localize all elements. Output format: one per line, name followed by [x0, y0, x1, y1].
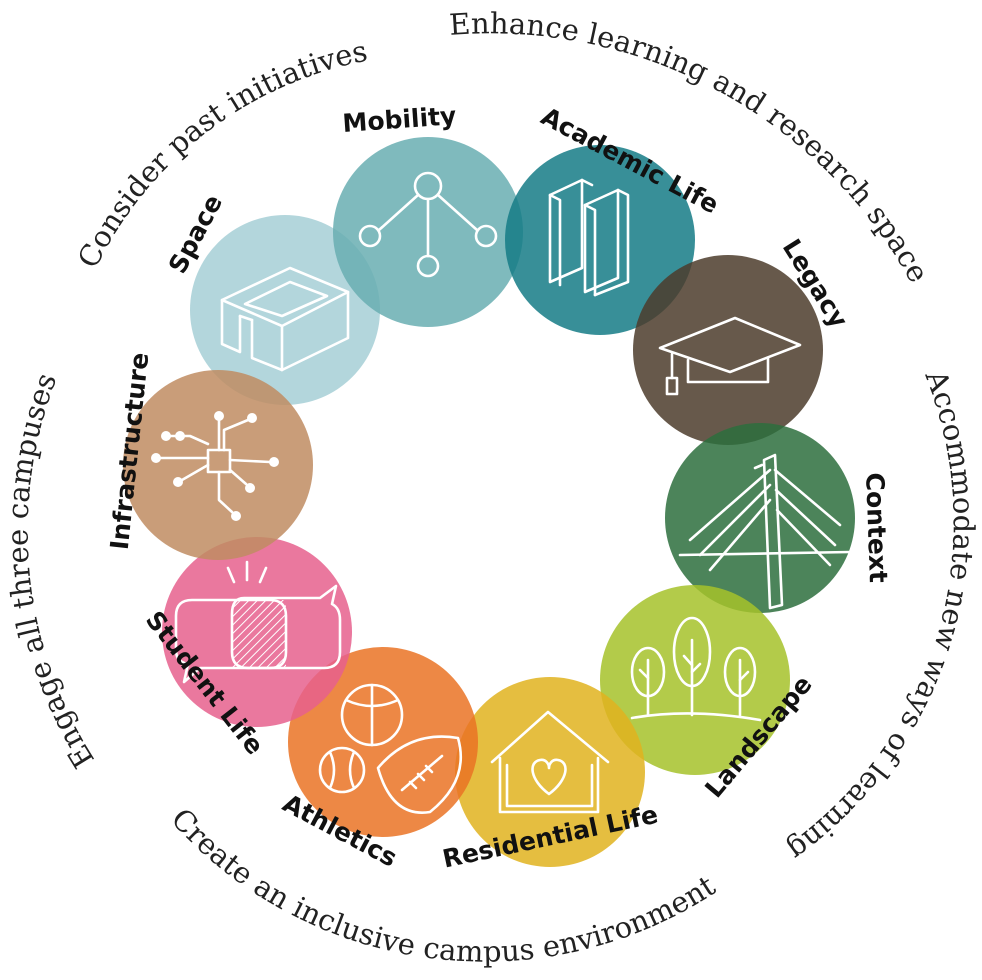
- circuit-nodes: [151, 411, 279, 521]
- label-context: Context: [860, 472, 893, 583]
- circle-infrastructure: [123, 370, 313, 560]
- circle-landscape: [600, 585, 790, 775]
- speech-bubbles-icon: [174, 560, 342, 684]
- outer-phrase-engage: Engage all three campuses: [1, 368, 101, 774]
- trees-icon: [630, 616, 762, 722]
- graduation-cap-icon: [658, 316, 802, 396]
- sports-balls-icon: [318, 683, 463, 814]
- bridge-icon: [678, 453, 852, 610]
- network-nodes-icon: [358, 171, 498, 278]
- circle-space: [190, 215, 380, 405]
- house-heart-icon: [490, 710, 610, 814]
- label-mobility: Mobility: [342, 101, 458, 138]
- circle-legacy: [633, 255, 823, 445]
- books-icon: [548, 178, 630, 297]
- circle-residential: [455, 677, 645, 867]
- room-box-icon: [220, 266, 350, 372]
- circle-context: [665, 423, 855, 613]
